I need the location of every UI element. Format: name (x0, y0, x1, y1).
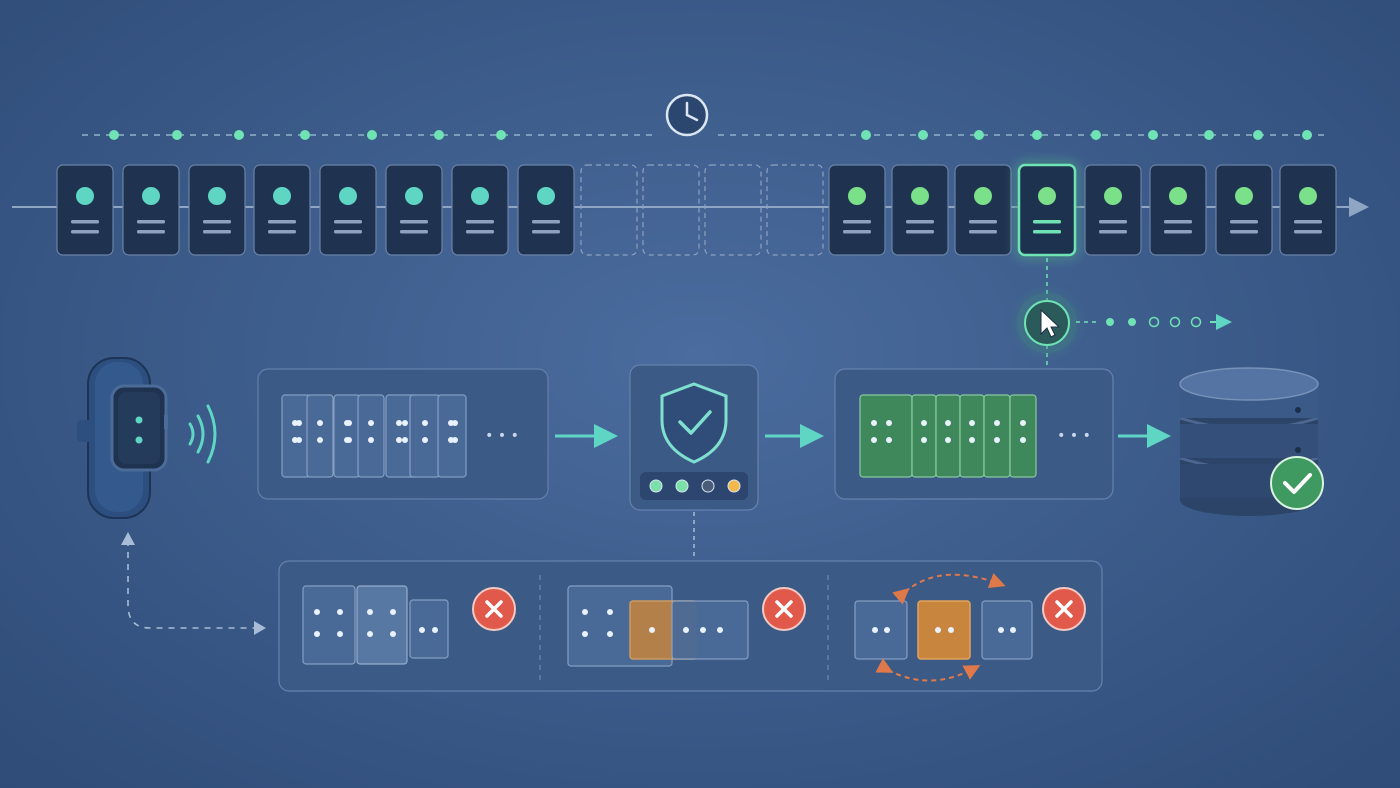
time-tick-dot (1032, 130, 1042, 140)
received-packet[interactable] (188, 164, 246, 256)
cursor-badge[interactable] (1017, 293, 1077, 353)
validated-packet-card (1009, 394, 1037, 478)
duplicate-packet-card (409, 599, 449, 659)
out-of-order-packet-card (981, 600, 1033, 660)
validator-status-light (649, 479, 663, 493)
out-of-order-packet-card (854, 600, 908, 660)
feedback-arrowhead-up (121, 532, 135, 545)
x-circle-icon (762, 587, 806, 631)
missing-packet-slot (580, 164, 638, 256)
x-circle-icon (1042, 587, 1086, 631)
time-tick-dot (1148, 130, 1158, 140)
check-circle-icon (1270, 456, 1324, 510)
late-packet[interactable] (891, 164, 949, 256)
selected-late-packet[interactable] (1017, 163, 1077, 257)
validated-packet-card (935, 394, 961, 478)
duplicate-packet-card (302, 585, 356, 665)
raw-buffer-cards (281, 394, 467, 478)
missing-packet-slot (704, 164, 762, 256)
received-packet[interactable] (122, 164, 180, 256)
wireless-signal-icon (188, 404, 217, 464)
validated-buffer-panel: • • • (834, 368, 1114, 500)
time-tick-dot (434, 130, 444, 140)
overlap-packet-card (671, 600, 749, 660)
validated-packet-card (983, 394, 1011, 478)
validator-status-light (727, 479, 741, 493)
received-packet[interactable] (451, 164, 509, 256)
time-tick-dot (109, 130, 119, 140)
validator-status-light (701, 479, 715, 493)
raw-packet-card (409, 394, 441, 478)
validated-packet-card (859, 394, 913, 478)
out-of-order-conflict-card (917, 600, 971, 660)
feedback-path (127, 540, 262, 629)
clock-icon (665, 93, 709, 137)
time-axis (82, 93, 1330, 140)
swap-arrow-bottom (875, 658, 981, 682)
duplicate-packet-card (356, 585, 408, 665)
raw-buffer-panel: • • • (257, 368, 549, 500)
swap-arrow-top (892, 573, 1006, 605)
packet-stream (56, 163, 1337, 257)
late-packet[interactable] (1279, 164, 1337, 256)
time-tick-dot (1204, 130, 1214, 140)
raw-buffer-ellipsis: • • • (485, 428, 519, 444)
raw-packet-card (281, 394, 311, 478)
x-circle-icon (472, 587, 516, 631)
raw-packet-card (306, 394, 334, 478)
validator-status-light (675, 479, 689, 493)
validated-packet-card (911, 394, 937, 478)
late-packet[interactable] (828, 164, 886, 256)
validator-status-lights (649, 479, 741, 493)
raw-packet-card (385, 394, 417, 478)
smartwatch-icon (77, 357, 168, 519)
time-tick-dots (109, 130, 1312, 140)
received-packet[interactable] (385, 164, 443, 256)
rejections-panel (278, 560, 1103, 692)
missing-packet-slot (766, 164, 824, 256)
received-packet[interactable] (253, 164, 311, 256)
raw-packet-card (333, 394, 361, 478)
late-packet[interactable] (954, 164, 1012, 256)
time-tick-dot (861, 130, 871, 140)
validator-panel (629, 364, 759, 511)
late-packet[interactable] (1149, 164, 1207, 256)
feedback-arrowhead-right (254, 621, 266, 635)
missing-packet-slot (642, 164, 700, 256)
cursor-icon (1040, 308, 1061, 338)
raw-packet-card (357, 394, 385, 478)
time-tick-dot (1253, 130, 1263, 140)
time-tick-dot (300, 130, 310, 140)
time-tick-dot (974, 130, 984, 140)
time-tick-dot (1091, 130, 1101, 140)
time-tick-dot (234, 130, 244, 140)
rejection-cases (302, 573, 1086, 682)
validated-buffer-ellipsis: • • • (1057, 428, 1091, 444)
late-packet[interactable] (1215, 164, 1273, 256)
received-packet[interactable] (56, 164, 114, 256)
received-packet[interactable] (319, 164, 377, 256)
late-packet[interactable] (1084, 164, 1142, 256)
validated-packet-card (959, 394, 985, 478)
cursor-output-trail (1076, 314, 1232, 330)
raw-packet-card (437, 394, 467, 478)
received-packet[interactable] (517, 164, 575, 256)
shield-check-icon (660, 382, 728, 464)
time-tick-dot (1302, 130, 1312, 140)
time-tick-dot (367, 130, 377, 140)
time-tick-dot (496, 130, 506, 140)
time-tick-dot (172, 130, 182, 140)
time-tick-dot (918, 130, 928, 140)
validated-buffer-cards (859, 394, 1037, 478)
